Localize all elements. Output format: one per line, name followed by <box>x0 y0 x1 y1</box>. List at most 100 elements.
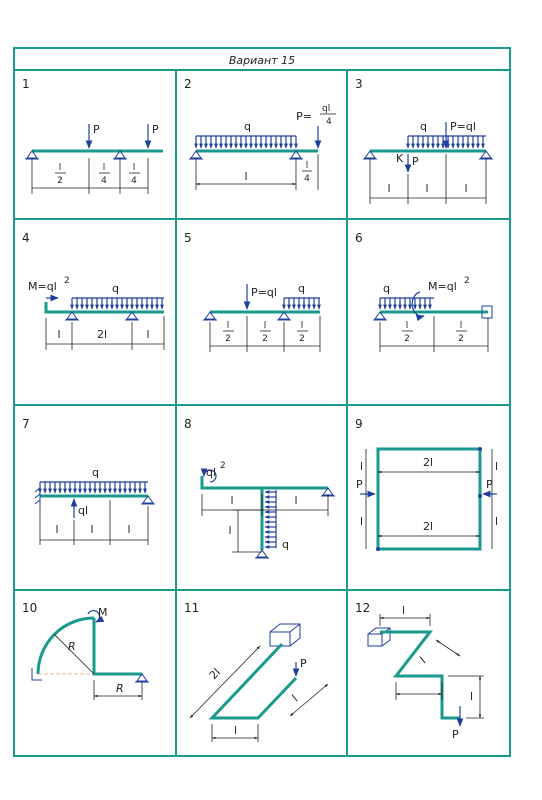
fixed-block <box>269 623 301 647</box>
moment-label: M=ql <box>28 280 57 293</box>
radius-label: R <box>116 682 124 695</box>
moment-label: 2 <box>464 276 470 286</box>
pin-support <box>277 311 291 321</box>
dimension-label: l <box>402 604 405 617</box>
load-label: q <box>298 282 305 295</box>
dimension-label: l <box>470 690 473 703</box>
moment-label: 2 <box>64 276 70 286</box>
dimension-label: 2 <box>57 176 63 186</box>
pin-support <box>65 311 79 321</box>
cell-3: 3 q P=ql K P l l l <box>355 77 493 204</box>
force-label: P <box>152 123 159 136</box>
load-label: q <box>282 538 289 551</box>
cell-number: 9 <box>355 417 363 431</box>
dimension-label: 2l <box>423 520 433 533</box>
cell-12: 12 P l l l <box>355 601 484 741</box>
cell-5: 5 P=ql q l 2 l 2 l 2 <box>184 231 321 352</box>
distributed-load <box>194 135 298 149</box>
dimension-label: l <box>294 494 297 507</box>
force-label: P=ql <box>450 120 476 133</box>
cell-number: 5 <box>184 231 192 245</box>
moment-arrow <box>87 610 105 623</box>
hinge-label: K <box>396 152 404 165</box>
moment-label: M <box>98 606 108 619</box>
cell-2: 2 q P= ql 4 l l 4 <box>184 77 336 190</box>
dimension-label: 2 <box>299 334 305 344</box>
cell-number: 4 <box>22 231 30 245</box>
dimension-label: l <box>234 724 237 737</box>
fixed-support <box>31 668 42 681</box>
load-label: q <box>92 466 99 479</box>
moment-arrow <box>200 468 217 483</box>
cell-number: 6 <box>355 231 363 245</box>
dimension-label: l <box>306 161 309 171</box>
load-label: q <box>420 120 427 133</box>
cell-1: 1 P P l 2 l 4 l 4 <box>22 77 163 194</box>
dimension-label: l <box>301 321 304 331</box>
moment-label: 2 <box>220 461 226 471</box>
dimension-label: l <box>290 692 301 704</box>
dimension-label: l <box>90 523 93 536</box>
dimension-label: l <box>230 494 233 507</box>
fixed-support <box>34 486 41 506</box>
cell-number: 2 <box>184 77 192 91</box>
force-label: P <box>412 155 419 168</box>
cell-11: 11 P 2l l l <box>184 601 329 742</box>
dimension-label: l <box>387 182 390 195</box>
cell-7: 7 q ql l l l <box>22 417 155 545</box>
pin-support <box>373 311 387 321</box>
dimension-label: l <box>55 523 58 536</box>
dimension-label: 2 <box>225 334 231 344</box>
dimension-label: l <box>495 460 498 473</box>
cell-6: 6 q M=ql 2 l 2 l 2 <box>355 231 493 352</box>
force-label: 4 <box>326 117 332 127</box>
grid-frame <box>13 47 511 757</box>
force-label: P <box>356 478 363 491</box>
moment-label: M=ql <box>428 280 457 293</box>
cell-number: 8 <box>184 417 192 431</box>
moment-label: ql <box>206 466 216 479</box>
dimension-label: l <box>460 321 463 331</box>
dimension-label: l <box>360 515 363 528</box>
dimension-label: l <box>244 170 247 183</box>
dimension-label: l <box>59 163 62 173</box>
cell-number: 12 <box>355 601 370 615</box>
dimension-label: l <box>146 328 149 341</box>
force-label: P=ql <box>251 286 277 299</box>
load-label: q <box>383 282 390 295</box>
dimension-label: l <box>227 321 230 331</box>
dimension-label: l <box>418 654 429 666</box>
cell-number: 11 <box>184 601 199 615</box>
cell-4: 4 q M=ql 2 l 2l l <box>22 231 165 350</box>
dimension-label: l <box>57 328 60 341</box>
dimension-label: l <box>133 163 136 173</box>
force-label: P= <box>296 110 312 123</box>
hinge-dot <box>376 547 380 551</box>
force-label: ql <box>78 504 88 517</box>
pin-support <box>203 311 217 321</box>
dimension-label: l <box>264 321 267 331</box>
cell-10: 10 R M R <box>22 601 149 700</box>
pin-support <box>255 549 269 559</box>
dimension-label: l <box>464 182 467 195</box>
dimension-label: l <box>360 460 363 473</box>
dimension-label: l <box>127 523 130 536</box>
dimension-label: l <box>103 163 106 173</box>
load-label: q <box>244 120 251 133</box>
force-label: P <box>452 728 459 741</box>
dimension-label: 2l <box>423 456 433 469</box>
dimension-label: 2 <box>404 334 410 344</box>
dimension-label: l <box>425 182 428 195</box>
dimension-label: l <box>406 321 409 331</box>
cell-number: 3 <box>355 77 363 91</box>
dimension-label: 2l <box>207 666 223 682</box>
hinge-dot <box>478 447 482 451</box>
dimension-label: 2 <box>262 334 268 344</box>
dimension-label: l <box>495 515 498 528</box>
radius-label: R <box>68 640 76 653</box>
fixed-support <box>481 305 493 319</box>
dimension-label: 4 <box>101 176 107 186</box>
load-label: q <box>112 282 119 295</box>
dimension-label: 2 <box>458 334 464 344</box>
